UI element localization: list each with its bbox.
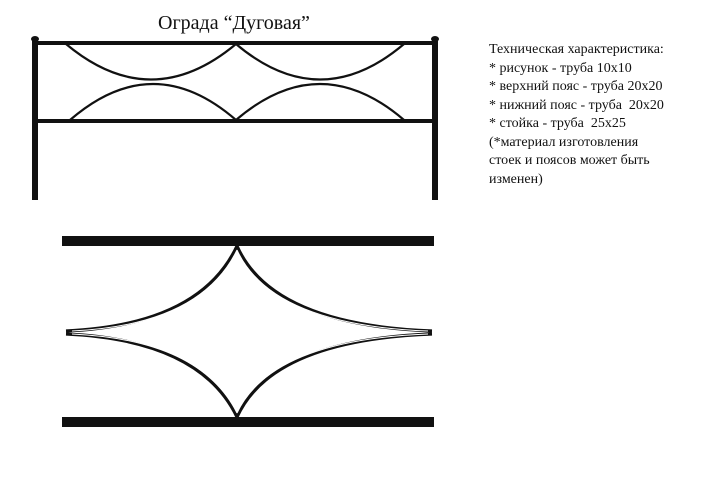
technical-specification: Техническая характеристика: * рисунок - … bbox=[489, 41, 664, 189]
arc bbox=[235, 43, 405, 81]
spec-line: (*материал изготовления bbox=[489, 134, 639, 150]
fence-detail-arcs bbox=[65, 245, 433, 418]
detail-bottom-rail bbox=[62, 417, 434, 427]
spec-line: * рисунок - труба 10х10 bbox=[489, 60, 632, 76]
arc bbox=[65, 245, 239, 333]
drawing-title: Ограда “Дуговая” bbox=[158, 12, 310, 34]
fence-detail bbox=[62, 236, 434, 427]
right-post bbox=[432, 40, 438, 200]
left-post bbox=[32, 40, 38, 200]
spec-line: изменен) bbox=[489, 171, 543, 187]
right-post-cap bbox=[431, 36, 439, 42]
top-rail bbox=[37, 41, 433, 45]
arc bbox=[69, 83, 237, 121]
spec-line: * стойка - труба 25х25 bbox=[489, 116, 626, 131]
spec-heading: Техническая характеристика: bbox=[489, 42, 664, 57]
fence-overview bbox=[31, 36, 439, 200]
arc bbox=[65, 332, 239, 418]
fence-overview-arcs bbox=[65, 43, 405, 121]
detail-top-rail bbox=[62, 236, 434, 246]
left-post-cap bbox=[31, 36, 39, 42]
arc bbox=[65, 43, 237, 81]
middle-rail bbox=[37, 119, 433, 123]
spec-line: стоек и поясов может быть bbox=[489, 153, 650, 168]
spec-line: * нижний пояс - труба 20х20 bbox=[489, 97, 664, 113]
spec-line: * верхний пояс - труба 20х20 bbox=[489, 79, 663, 94]
arc bbox=[235, 83, 405, 121]
